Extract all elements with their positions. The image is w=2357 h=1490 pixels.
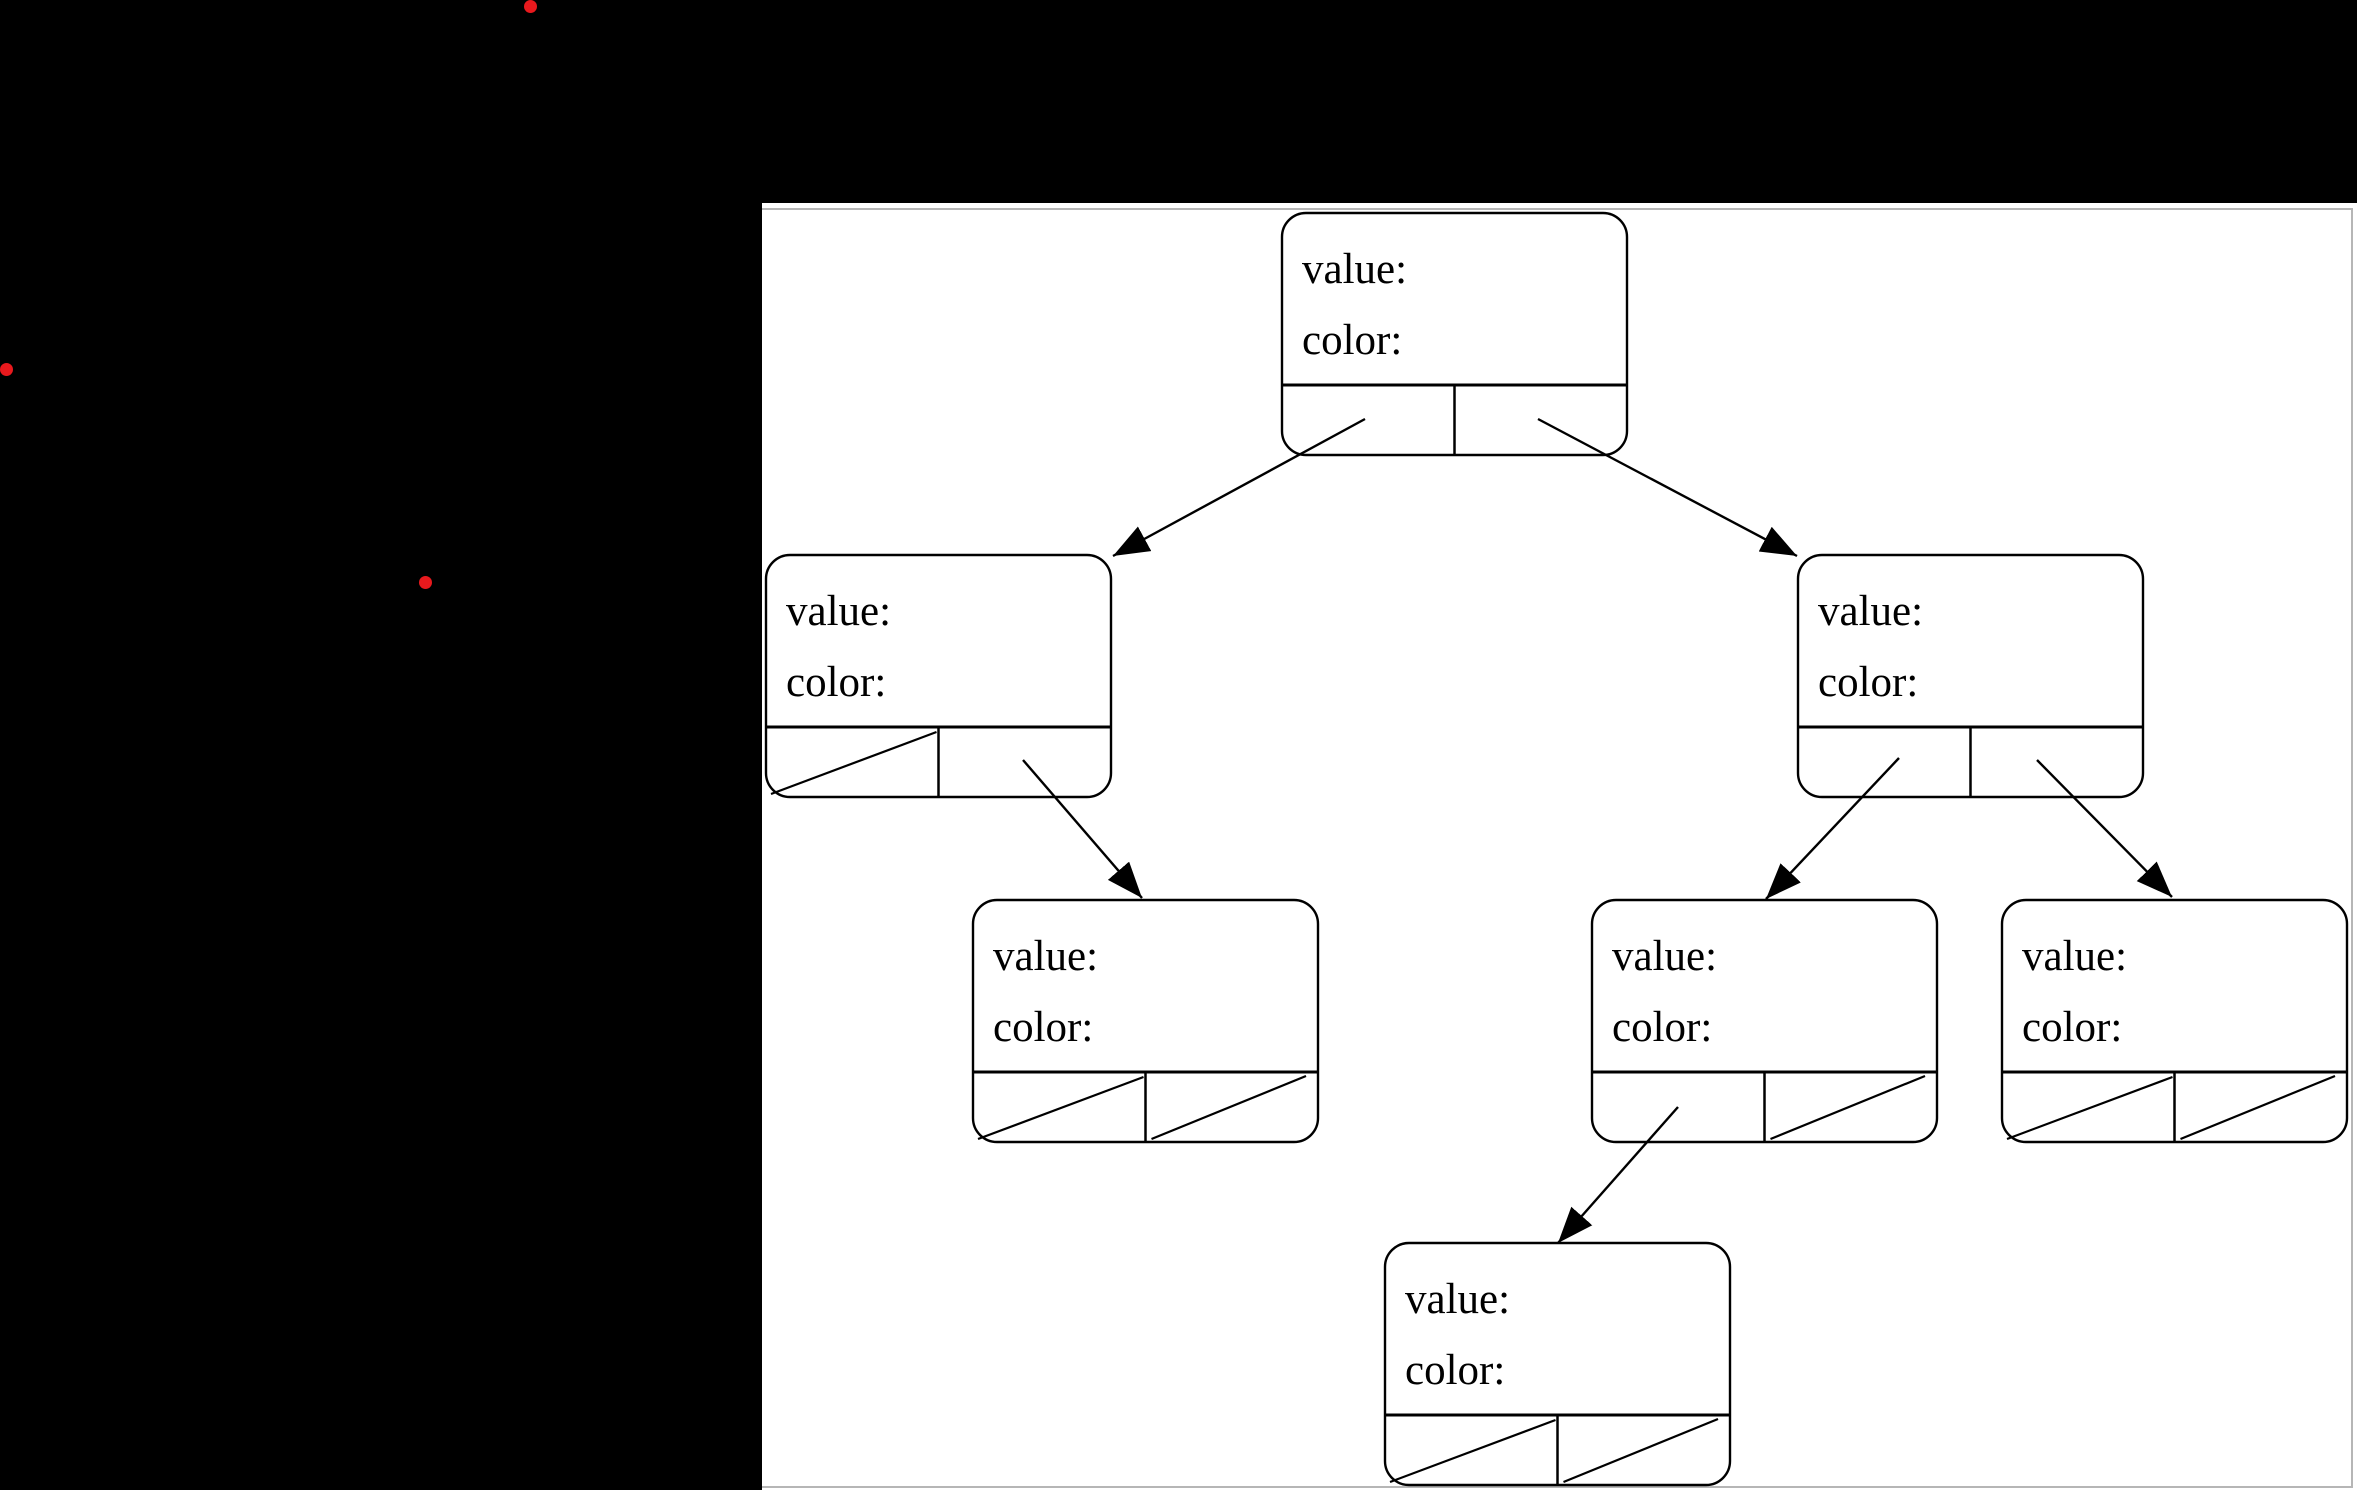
right-null-slash — [1770, 1074, 1926, 1141]
left-null-slash — [1389, 1418, 1556, 1484]
left-null-slash — [977, 1075, 1144, 1141]
node-color-label: color: — [2022, 1004, 2122, 1051]
edge-root-left-to-left-child — [1112, 417, 1366, 558]
node-value-label: value: — [1818, 588, 1923, 635]
red-dot-1 — [523, 0, 537, 13]
right-null-slash — [1151, 1074, 1307, 1141]
node-value-label: value: — [1405, 1276, 1510, 1323]
node-value-label: value: — [1302, 246, 1407, 293]
node-value-label: value: — [1612, 933, 1717, 980]
tree-node-left-child: value: color: — [764, 553, 1113, 799]
node-color-label: color: — [1405, 1347, 1505, 1394]
node-color-label: color: — [993, 1004, 1093, 1051]
edge-root-right-to-right-child — [1537, 417, 1798, 558]
node-color-label: color: — [1302, 317, 1402, 364]
tree-node-right-left-left-great-grandchild: value: color: — [1383, 1241, 1732, 1487]
tree-node-right-child: value: color: — [1796, 553, 2145, 799]
node-color-label: color: — [1612, 1004, 1712, 1051]
panel-inner-border-right — [2351, 208, 2353, 1488]
tree-node-right-left-grandchild: value: color: — [1590, 898, 1939, 1144]
node-value-label: value: — [2022, 933, 2127, 980]
node-color-label: color: — [786, 659, 886, 706]
edge-right-child-left-to-right-left-grandchild — [1765, 757, 1900, 900]
right-null-slash — [2180, 1074, 2336, 1141]
panel-inner-border-bottom — [762, 1486, 2353, 1488]
red-dot-2 — [0, 362, 13, 376]
node-color-label: color: — [1818, 659, 1918, 706]
tree-node-left-right-grandchild: value: color: — [971, 898, 1320, 1144]
edge-right-left-grandchild-left-to-right-left-left-great-grandchild — [1557, 1106, 1679, 1244]
red-dot-3 — [418, 575, 432, 589]
tree-node-right-right-grandchild: value: color: — [2000, 898, 2349, 1144]
edge-right-child-right-to-right-right-grandchild — [2036, 759, 2173, 898]
panel-inner-border-top — [762, 208, 2353, 210]
tree-node-root: value: color: — [1280, 211, 1629, 457]
edge-left-child-right-to-left-right-grandchild — [1022, 759, 1143, 899]
left-null-slash — [2006, 1075, 2173, 1141]
node-value-label: value: — [786, 588, 891, 635]
right-null-slash — [1563, 1417, 1719, 1484]
left-null-slash — [770, 730, 937, 796]
node-value-label: value: — [993, 933, 1098, 980]
